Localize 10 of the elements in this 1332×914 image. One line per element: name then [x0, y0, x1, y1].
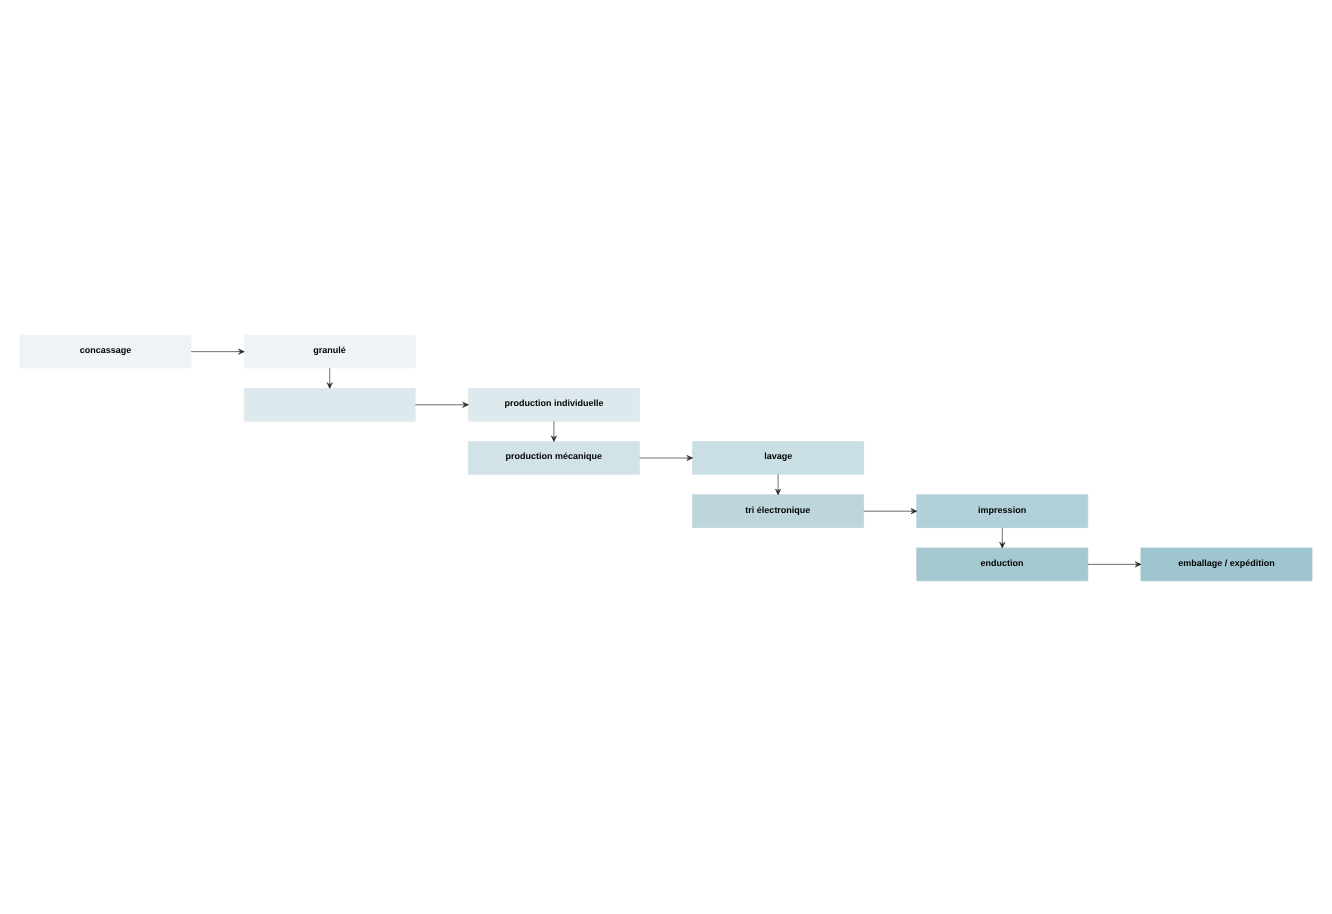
arrow: [415, 400, 469, 407]
arrow: [551, 420, 557, 441]
arrow: [863, 507, 918, 514]
arrow: [639, 454, 693, 460]
node-box: [243, 387, 416, 421]
arrow: [999, 526, 1006, 548]
arrow: [775, 473, 781, 495]
arrow: [190, 347, 245, 354]
arrow: [326, 366, 333, 388]
arrow: [1087, 560, 1142, 567]
